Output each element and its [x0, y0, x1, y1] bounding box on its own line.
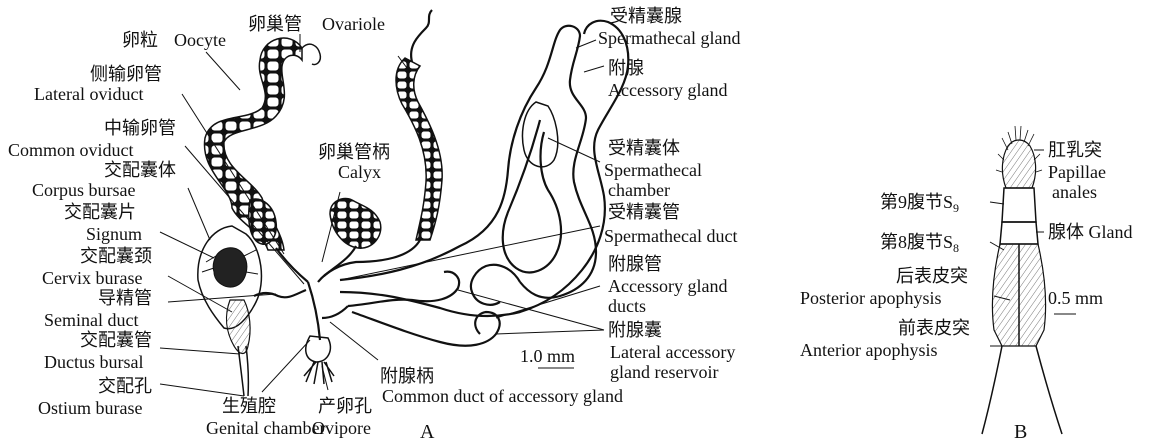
label-cervix-bursae-en: Cervix burase [42, 268, 142, 288]
label-ovariole-en: Ovariole [322, 14, 385, 34]
scale-label-b: 0.5 mm [1048, 288, 1103, 308]
label-panel-a: A [420, 421, 435, 443]
label-sperm-chamber-en1: Spermathecal [604, 160, 702, 180]
label-common-oviduct-cn: 中输卵管 [104, 118, 176, 138]
accessory-gland-loop [340, 21, 628, 316]
label-lateral-oviduct-cn: 侧输卵管 [90, 64, 162, 84]
accessory-gland-duct-common [322, 306, 348, 318]
label-common-duct-en: Common duct of accessory gland [382, 386, 623, 406]
label-acc-ducts-en2: ducts [608, 296, 646, 316]
label-sperm-chamber-en2: chamber [608, 180, 670, 200]
calyx-tube [324, 246, 356, 276]
label-ductus-bursal-en: Ductus bursal [44, 352, 143, 372]
label-oocyte-cn: 卵粒 [122, 30, 158, 50]
label-ovipore-en: Ovipore [312, 418, 371, 438]
label-lateral-oviduct-en: Lateral oviduct [34, 84, 143, 104]
label-common-duct-cn: 附腺柄 [380, 366, 434, 386]
seminal-duct [254, 290, 306, 297]
label-cervix-bursae-cn: 交配囊颈 [80, 246, 152, 266]
label-sperm-duct-cn: 受精囊管 [608, 202, 680, 222]
label-papillae-en2: anales [1052, 182, 1097, 202]
label-seminal-duct-en: Seminal duct [44, 310, 138, 330]
label-acc-ducts-cn: 附腺管 [608, 254, 662, 274]
ovariole-egg-string-2 [396, 58, 442, 240]
signum-dark-patch [213, 248, 247, 287]
anterior-apophysis-right [1036, 346, 1062, 434]
common-oviduct [308, 282, 320, 340]
label-sperm-chamber-cn: 受精囊体 [608, 138, 680, 158]
spermathecal-gland-tube-2 [471, 265, 520, 305]
label-lateral-res-en1: Lateral accessory [610, 342, 735, 362]
label-ductus-bursal-cn: 交配囊管 [80, 330, 152, 350]
lateral-oviduct-left [276, 248, 308, 282]
cervix-bursae [227, 300, 251, 354]
label-ostium-cn: 交配孔 [98, 376, 152, 396]
gland-b [1000, 222, 1038, 244]
label-ant-apo-en: Anterior apophysis [800, 340, 937, 360]
anterior-apophysis-left [982, 346, 1002, 434]
label-genital-chamber-en: Genital chamber [206, 418, 325, 438]
label-ovipore-cn: 产卵孔 [318, 396, 372, 416]
ovariole-1-tip [302, 44, 320, 64]
label-papillae-cn: 肛乳突 [1048, 140, 1102, 160]
label-calyx-en: Calyx [338, 162, 381, 182]
label-s9: 第9腹节S9 [880, 192, 959, 215]
label-ostium-en: Ostium burase [38, 398, 142, 418]
label-lateral-res-cn: 附腺囊 [608, 320, 662, 340]
label-sperm-gland-en: Spermathecal gland [598, 28, 740, 48]
label-genital-chamber-cn: 生殖腔 [222, 395, 276, 416]
label-signum-en: Signum [86, 224, 142, 244]
ovipore-bristles [304, 362, 334, 384]
label-common-oviduct-en: Common oviduct [8, 140, 134, 160]
label-seminal-duct-cn: 导精管 [98, 288, 152, 308]
label-accessory-gland-en: Accessory gland [608, 80, 727, 100]
label-acc-ducts-en1: Accessory gland [608, 276, 727, 296]
label-lateral-res-en2: gland reservoir [610, 362, 718, 382]
label-gland-b: 腺体 Gland [1048, 222, 1133, 242]
label-accessory-gland-cn: 附腺 [608, 58, 644, 78]
label-panel-b: B [1014, 421, 1027, 443]
label-corpus-bursae-cn: 交配囊体 [104, 160, 176, 180]
label-oocyte-en: Oocyte [174, 30, 226, 50]
segment-s9 [1002, 188, 1036, 222]
label-s8: 第8腹节S8 [880, 232, 959, 255]
panel-a-drawing [198, 10, 628, 396]
label-post-apo-en: Posterior apophysis [800, 288, 942, 308]
label-ant-apo-cn: 前表皮突 [898, 318, 970, 338]
label-sperm-duct-en: Spermathecal duct [604, 226, 737, 246]
label-papillae-en1: Papillae [1048, 162, 1106, 182]
label-corpus-bursae-en: Corpus bursae [32, 180, 135, 200]
label-calyx-cn: 卵巢管柄 [318, 142, 390, 162]
ovariole-egg-cluster-3 [330, 199, 381, 249]
papillae-anales [1002, 140, 1035, 188]
label-ovariole-cn: 卵巢管 [248, 14, 302, 34]
label-signum-cn: 交配囊片 [64, 202, 136, 222]
lateral-accessory-reservoir-1 [352, 312, 500, 346]
label-post-apo-cn: 后表皮突 [896, 266, 968, 286]
panel-a-leader-lines [160, 34, 604, 396]
ovariole-2-filament [411, 10, 432, 62]
label-sperm-gland-cn: 受精囊腺 [610, 6, 682, 26]
scale-label-a: 1.0 mm [520, 346, 575, 366]
